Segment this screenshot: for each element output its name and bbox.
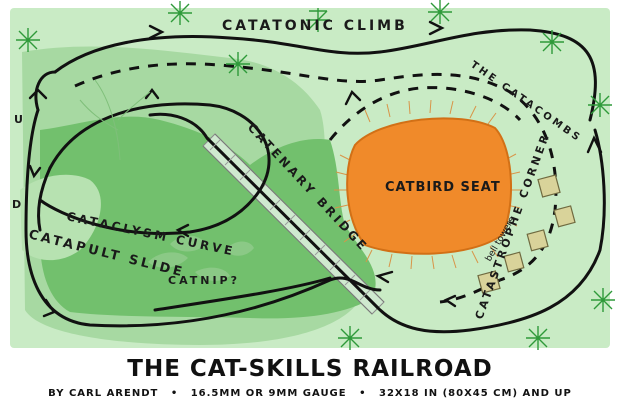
label-catatonic-climb: CATATONIC CLIMB [222,18,408,34]
bell-towers [477,174,576,294]
separator-dot: • [170,388,179,399]
credit-line: BY CARL ARENDT • 16.5MM OR 9MM GAUGE • 3… [0,388,620,399]
sketch-lines [79,79,151,161]
label-catnip: CATNIP? [168,274,240,287]
credit-size: 32X18 IN (80X45 CM) AND UP [378,388,572,399]
page-title: THE CAT-SKILLS RAILROAD [127,356,493,382]
arrow-icon [28,20,603,318]
leaf-icon [148,235,254,281]
track-main [24,28,606,334]
catbird-seat [334,99,521,270]
credit-gauge: 16.5MM OR 9MM GAUGE [190,388,347,399]
terrain-dark [40,116,376,319]
label-down: D [12,198,24,211]
tree-icon [16,0,615,350]
separator-dot: • [359,388,367,399]
credit-author: BY CARL ARENDT [48,388,159,399]
label-up: U [14,113,26,126]
label-catbird-seat: CATBIRD SEAT [385,180,501,195]
